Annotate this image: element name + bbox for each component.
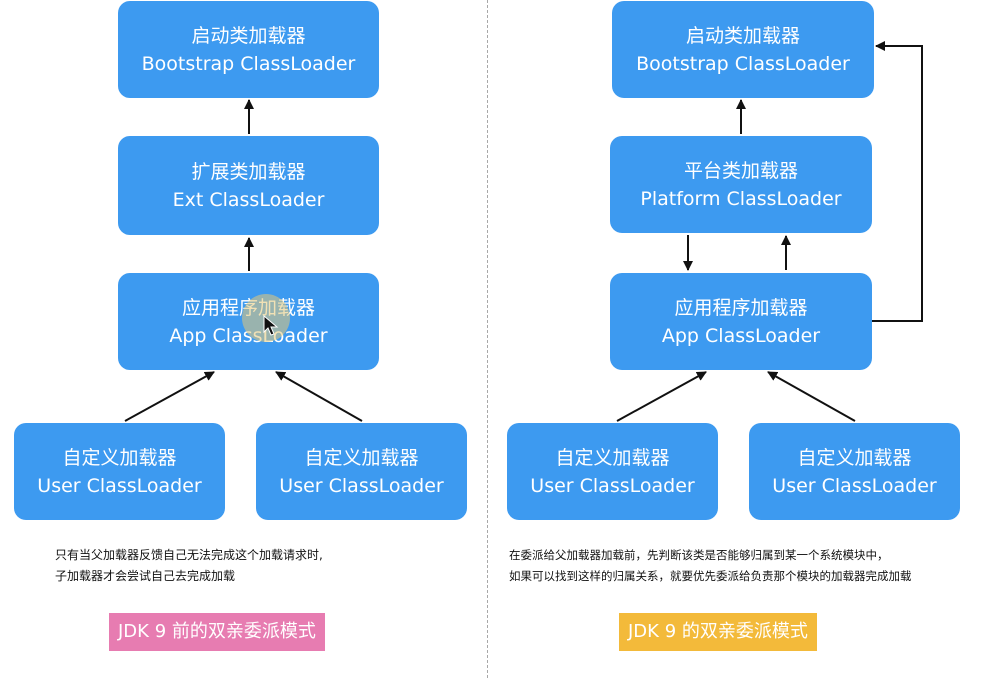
left-user2-zh: 自定义加载器 (304, 446, 419, 469)
right-user2-en: User ClassLoader (772, 474, 937, 497)
arrow-left-user2-to-app (275, 371, 363, 422)
right-user2-zh: 自定义加载器 (797, 446, 912, 469)
right-note-line2: 如果可以找到这样的归属关系，就要优先委派给负责那个模块的加载器完成加载 (509, 569, 912, 583)
right-user1-en: User ClassLoader (530, 474, 695, 497)
right-user2-box: 自定义加载器 User ClassLoader (749, 423, 960, 520)
center-divider (487, 0, 488, 678)
left-bootstrap-zh: 启动类加载器 (191, 24, 306, 47)
right-user1-box: 自定义加载器 User ClassLoader (507, 423, 718, 520)
arrow-right-user1-to-app (616, 371, 707, 422)
left-ext-zh: 扩展类加载器 (191, 160, 306, 183)
right-platform-box: 平台类加载器 Platform ClassLoader (610, 136, 872, 233)
right-bootstrap-en: Bootstrap ClassLoader (636, 52, 850, 75)
right-note: 在委派给父加载器加载前，先判断该类是否能够归属到某一个系统模块中， 如果可以找到… (509, 545, 912, 587)
arrow-right-app-to-bootstrap (872, 41, 923, 322)
left-note-line2: 子加载器才会尝试自己去完成加载 (55, 569, 236, 583)
left-user1-en: User ClassLoader (37, 474, 202, 497)
mouse-pointer-icon (263, 315, 279, 336)
arrow-left-user1-to-app (124, 371, 215, 422)
right-app-box: 应用程序加载器 App ClassLoader (610, 273, 872, 370)
right-app-en: App ClassLoader (661, 324, 821, 347)
left-app-en: App ClassLoader (169, 324, 328, 347)
left-note: 只有当父加载器反馈自己无法完成这个加载请求时, 子加载器才会尝试自己去完成加载 (55, 545, 323, 587)
left-title-label: JDK 9 前的双亲委派模式 (109, 613, 325, 651)
left-note-line1: 只有当父加载器反馈自己无法完成这个加载请求时, (55, 548, 323, 562)
right-app-zh: 应用程序加载器 (674, 296, 808, 319)
right-platform-en: Platform ClassLoader (640, 187, 842, 210)
left-ext-en: Ext ClassLoader (172, 188, 325, 211)
right-title-label: JDK 9 的双亲委派模式 (619, 613, 817, 651)
left-user1-zh: 自定义加载器 (62, 446, 177, 469)
left-bootstrap-box: 启动类加载器 Bootstrap ClassLoader (118, 1, 379, 98)
left-user2-en: User ClassLoader (279, 474, 444, 497)
arrow-right-user2-to-app (767, 371, 856, 422)
right-bootstrap-box: 启动类加载器 Bootstrap ClassLoader (612, 1, 874, 98)
left-user2-box: 自定义加载器 User ClassLoader (256, 423, 467, 520)
left-bootstrap-en: Bootstrap ClassLoader (141, 52, 356, 75)
right-user1-zh: 自定义加载器 (555, 446, 670, 469)
left-user1-box: 自定义加载器 User ClassLoader (14, 423, 225, 520)
right-note-line1: 在委派给父加载器加载前，先判断该类是否能够归属到某一个系统模块中， (509, 548, 889, 562)
left-ext-box: 扩展类加载器 Ext ClassLoader (118, 136, 379, 235)
right-platform-zh: 平台类加载器 (683, 159, 798, 182)
right-bootstrap-zh: 启动类加载器 (685, 24, 800, 47)
